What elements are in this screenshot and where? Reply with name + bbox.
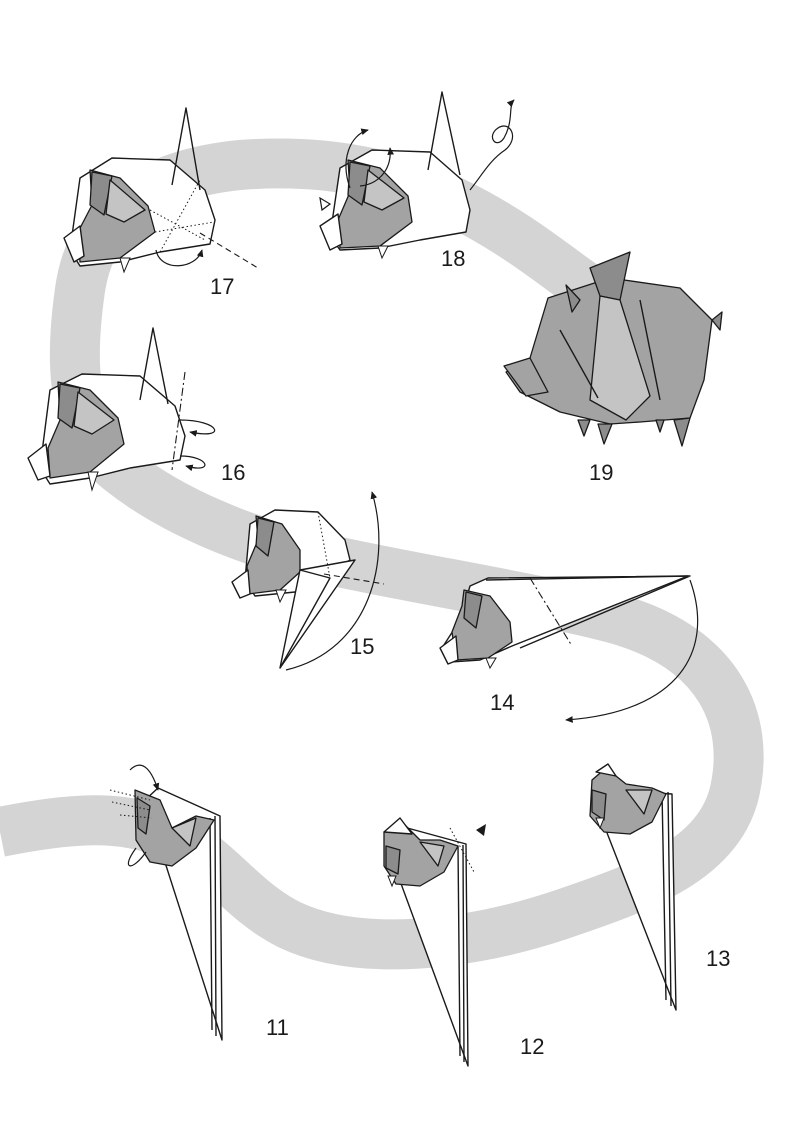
step-13-figure (589, 763, 677, 1011)
step-18-label: 18 (441, 246, 465, 271)
step-15-figure (231, 491, 385, 671)
step-13-label: 13 (706, 946, 730, 971)
step-17-figure (63, 107, 259, 274)
step-19-label: 19 (589, 460, 613, 485)
step-17-label: 17 (210, 274, 234, 299)
step-12-label: 12 (520, 1034, 544, 1059)
step-14-figure (439, 575, 699, 723)
step-12-figure (383, 817, 486, 1067)
step-11-label: 11 (266, 1015, 289, 1040)
step-16-label: 16 (221, 460, 245, 485)
step-18-figure (319, 91, 515, 260)
step-19-figure (503, 251, 723, 447)
step-16-figure (27, 327, 216, 492)
step-15-label: 15 (350, 634, 374, 659)
step-14-label: 14 (490, 690, 514, 715)
step-11-figure (109, 764, 223, 1041)
